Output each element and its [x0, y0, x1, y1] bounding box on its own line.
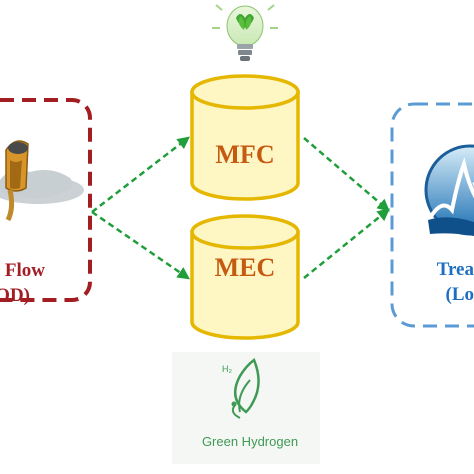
arrow-mfc-to-output — [303, 137, 390, 212]
flow-arrows — [91, 136, 390, 280]
mfc-label: MFC — [215, 140, 274, 169]
mec-label: MEC — [215, 253, 276, 282]
water-wave-icon — [424, 144, 474, 236]
treated-water-box: Trea (Lo — [390, 102, 474, 328]
hydrogen-symbol: H₂ — [222, 364, 232, 374]
oil-spill-icon — [0, 140, 84, 222]
arrow-input-to-mec — [91, 210, 191, 280]
wastewater-input-box: er Flow COD) — [0, 98, 92, 306]
right-box-label-line2: (Lo — [446, 284, 474, 305]
leaf-icon — [231, 358, 260, 419]
green-hydrogen-label: Green Hydrogen — [202, 434, 298, 449]
eco-light-bulb-icon — [212, 4, 278, 61]
arrow-input-to-mfc — [91, 136, 190, 213]
left-box-label-line1: er Flow — [0, 260, 45, 281]
mfc-cylinder: MFC — [190, 74, 300, 201]
left-box-label-line2: COD) — [0, 285, 30, 306]
mec-cylinder: MEC — [190, 214, 300, 340]
green-hydrogen-logo: H₂ Green Hydrogen — [172, 352, 320, 464]
right-box-label-line1: Trea — [437, 259, 474, 280]
arrow-mec-to-output — [303, 208, 390, 279]
